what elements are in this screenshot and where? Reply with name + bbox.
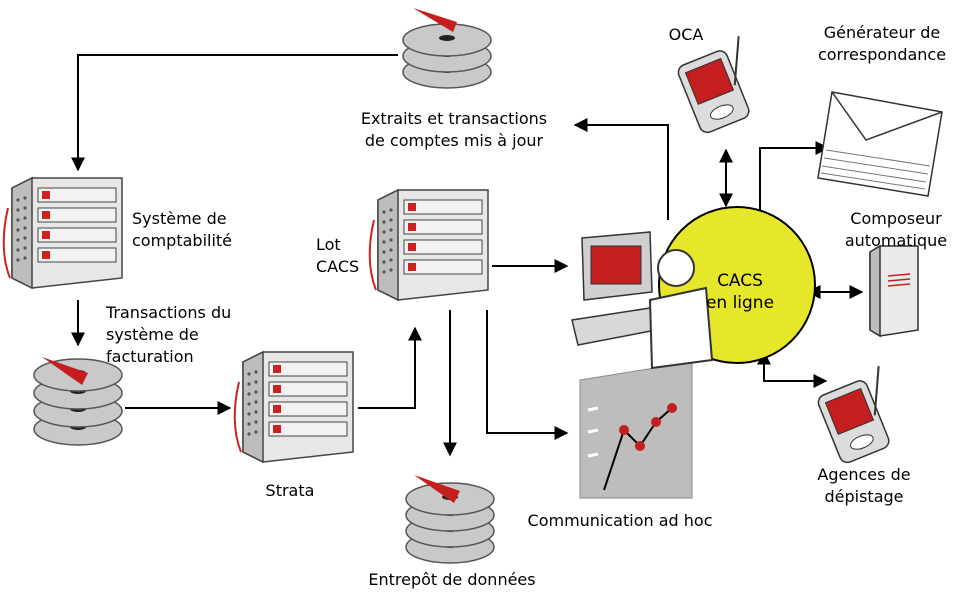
pda-icon: [812, 365, 909, 466]
label-generateur: Générateur de correspondance: [808, 22, 956, 66]
label-cacs-line2: en ligne: [705, 293, 775, 313]
computer-operator-icon: [571, 231, 714, 370]
pda-icon: [672, 35, 769, 136]
label-transactions-line1: Transactions du: [106, 303, 232, 322]
label-cacs-online: CACS en ligne: [690, 270, 790, 314]
label-agences-line2: dépistage: [824, 487, 904, 506]
label-extraits: Extraits et transactions de comptes mis …: [338, 108, 570, 152]
label-agences-line1: Agences de: [817, 465, 911, 484]
label-lot: Lot CACS: [316, 234, 359, 278]
server-icon: [2, 177, 124, 289]
label-systeme: Système de comptabilité: [132, 208, 232, 252]
disk-stack-icon: [405, 475, 495, 564]
label-cacs-line1: CACS: [717, 271, 763, 291]
label-agences: Agences de dépistage: [794, 464, 934, 508]
label-systeme-line2: comptabilité: [132, 231, 233, 250]
connector-lines: [71, 54, 864, 457]
label-composeur-line1: Composeur: [850, 209, 942, 228]
label-strata: Strata: [265, 481, 315, 500]
label-communication: Communication ad hoc: [527, 511, 713, 530]
chart-icon: [579, 361, 693, 499]
phone-dialer-icon: [869, 244, 919, 338]
server-icon: [368, 189, 489, 301]
label-extraits-line2: de comptes mis à jour: [364, 131, 544, 150]
label-generateur-line2: correspondance: [817, 45, 947, 64]
letter-icon: [817, 91, 943, 197]
label-entrepot: Entrepôt de données: [368, 570, 536, 589]
label-systeme-line1: Système de: [132, 209, 227, 228]
label-lot-line2: CACS: [316, 257, 360, 276]
label-extraits-line1: Extraits et transactions: [360, 109, 548, 128]
disk-stack-icon: [33, 357, 123, 446]
label-lot-line1: Lot: [316, 235, 341, 254]
disk-stack-icon: [402, 8, 492, 89]
server-icon: [233, 351, 354, 463]
label-composeur-line2: automatique: [844, 231, 948, 250]
label-generateur-line1: Générateur de: [823, 23, 941, 42]
label-transactions: Transactions du système de facturation: [106, 302, 231, 368]
label-transactions-line3: facturation: [106, 347, 194, 366]
label-oca: OCA: [668, 25, 704, 44]
label-composeur: Composeur automatique: [834, 208, 958, 252]
label-transactions-line2: système de: [106, 325, 199, 344]
